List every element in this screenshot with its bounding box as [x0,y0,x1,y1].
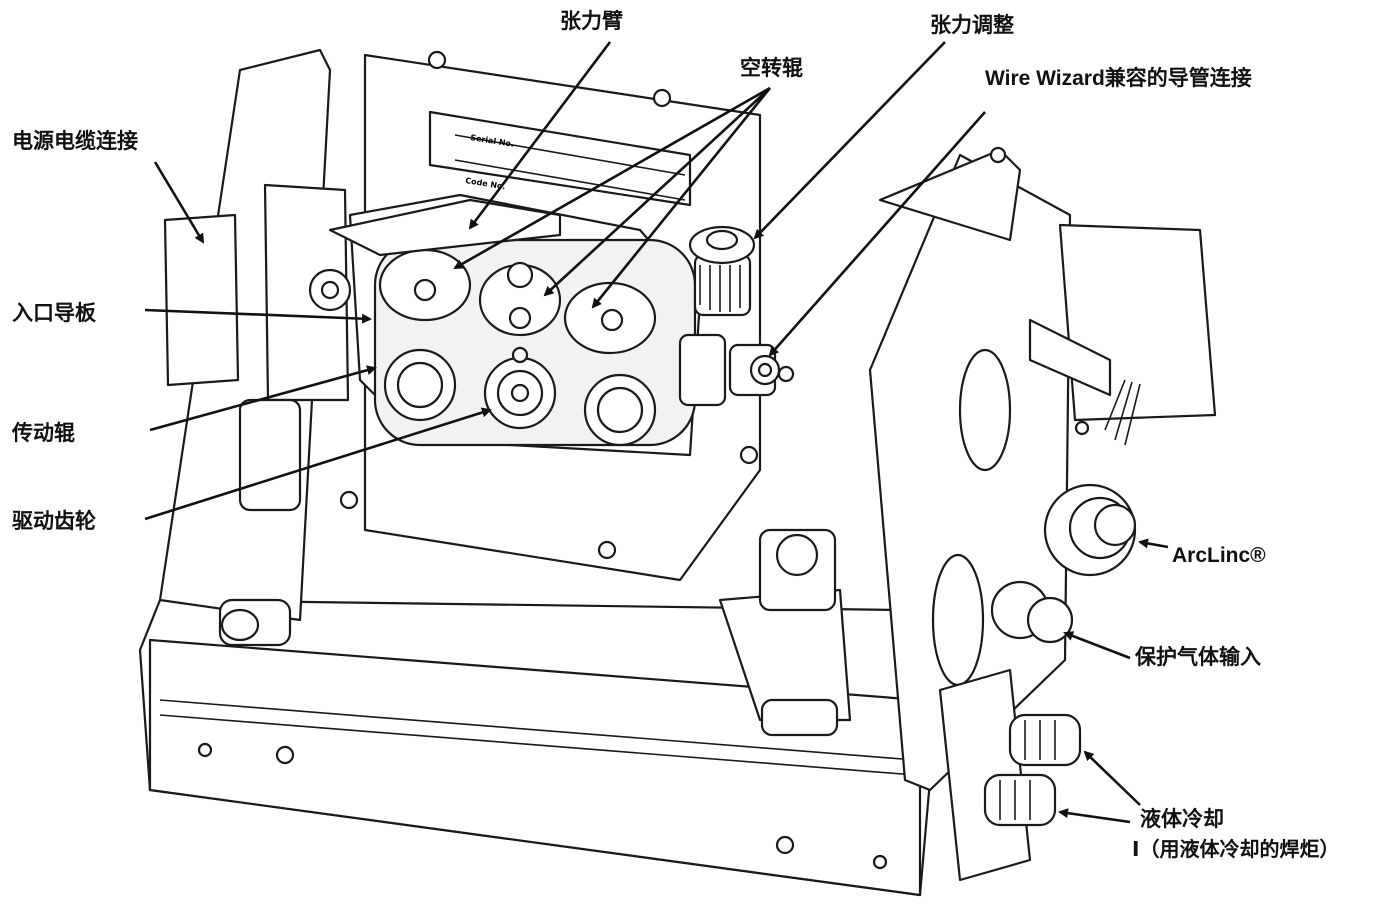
tension-adjuster [308,198,795,407]
leader-idle-roll-2 [543,87,771,297]
right-side-panel [868,146,1217,882]
drive-roll-housing [348,193,702,457]
leader-drive-roll [149,365,377,432]
label-wire-wizard: Wire Wizard兼容的导管连接 [985,67,1252,90]
label-idle-rolls: 空转辊 [740,56,803,80]
leader-power-cable [153,161,205,244]
leader-wire-wizard [768,111,986,357]
leader-idle-roll-1 [453,86,771,270]
leader-drive-gear [144,407,492,521]
left-side-frame [158,48,350,647]
label-arclinc: ArcLinc® [1172,544,1266,567]
leader-tension-arm [468,41,612,230]
label-inlet-guide: 入口导板 [12,301,96,325]
label-drive-gear: 驱动齿轮 [12,509,96,533]
leader-lines [144,41,1169,824]
leader-shielding-gas [1063,631,1131,660]
leader-tension-adjust [753,41,946,240]
gun-bushing [718,528,852,737]
label-power-cable: 电源电缆连接 [12,129,138,153]
leader-cooling-1 [1083,750,1141,806]
label-tension-adjust: 张力调整 [930,13,1014,37]
label-shielding-gas: 保护气体输入 [1135,645,1261,669]
label-liquid-cooling-torch: I（用液体冷却的焊炬） [1132,837,1340,861]
leader-inlet-guide [144,308,372,324]
base-tray [138,598,932,897]
label-tension-arm: 张力臂 [560,9,623,33]
leader-cooling-2 [1058,808,1131,824]
leader-idle-roll-3 [591,87,772,309]
label-drive-roll: 传动辊 [12,421,75,445]
label-liquid-cooling: 液体冷却 [1140,807,1224,831]
leader-arclinc [1138,538,1169,549]
